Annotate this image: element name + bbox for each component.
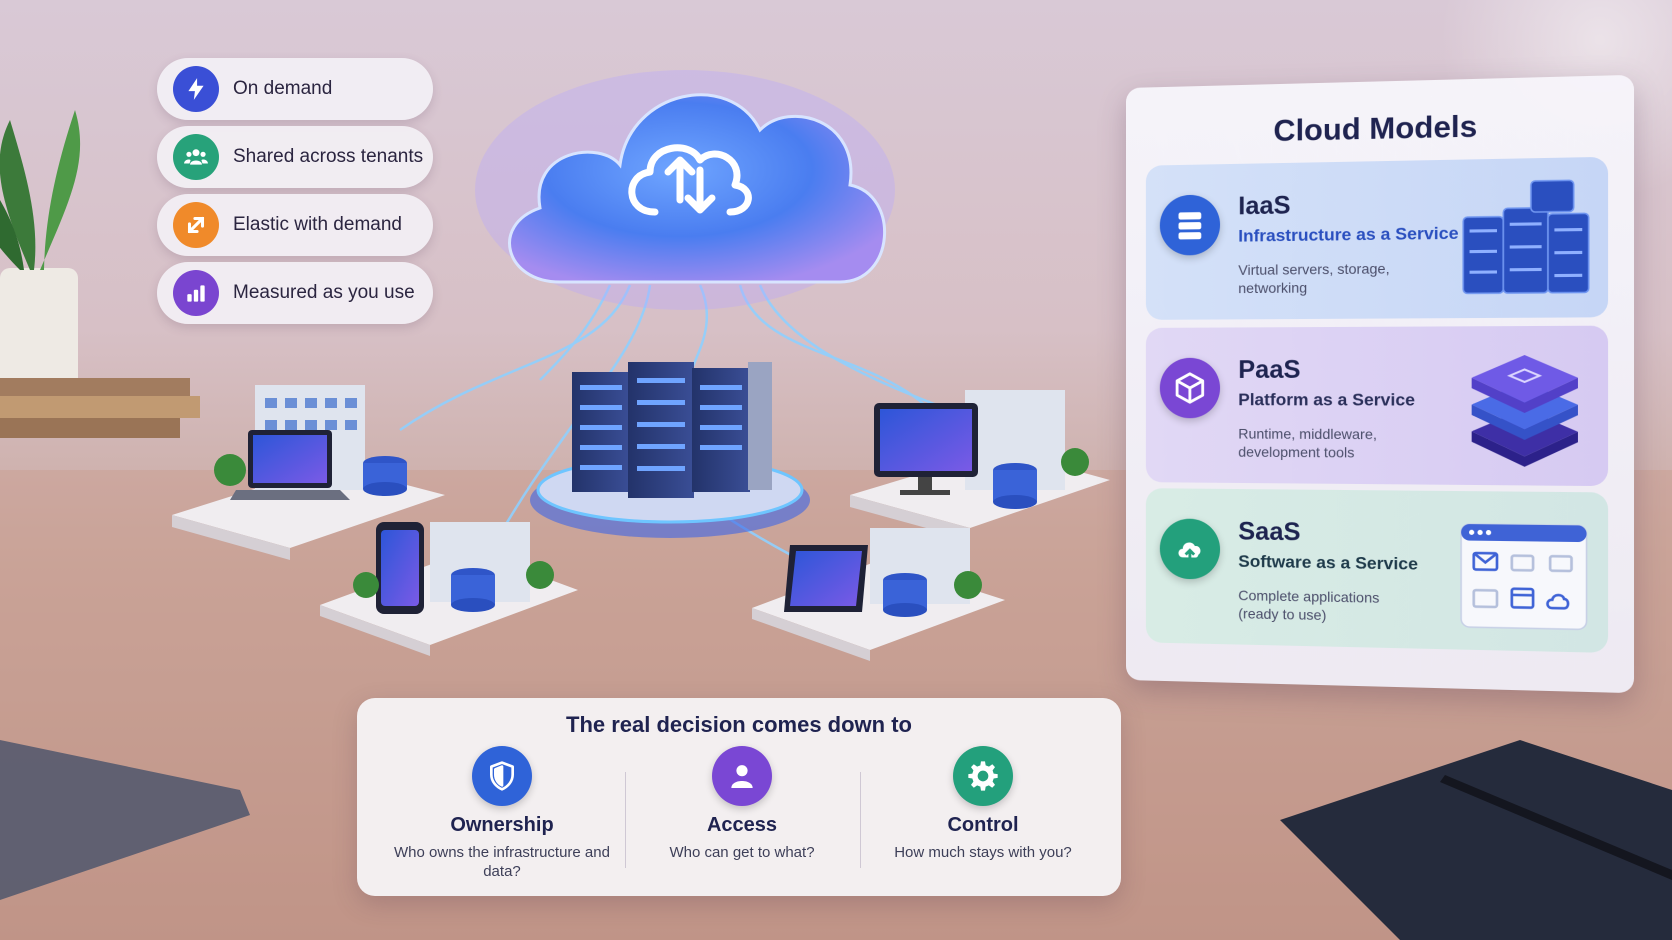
decision-item-control: Control How much stays with you? (868, 746, 1098, 862)
platform-layers-illustration (1457, 344, 1593, 469)
cube-icon (1160, 358, 1220, 418)
characteristic-label: Elastic with demand (233, 214, 402, 236)
gear-icon (953, 746, 1013, 806)
decision-panel: The real decision comes down to Ownershi… (357, 698, 1121, 896)
decision-description: Who owns the infrastructure and data? (387, 843, 617, 881)
model-paas: PaaS Platform as a Service Runtime, midd… (1146, 326, 1608, 487)
model-name: IaaS (1238, 191, 1290, 221)
characteristic-label: On demand (233, 78, 332, 100)
decision-heading: Control (868, 814, 1098, 837)
characteristic-on-demand: On demand (157, 58, 433, 120)
bar-chart-icon (173, 270, 219, 316)
decision-description: Who can get to what? (627, 843, 857, 862)
model-description: Complete applications (ready to use) (1238, 586, 1413, 626)
model-subtitle: Software as a Service (1238, 552, 1418, 575)
server-blocks-illustration (1457, 176, 1593, 302)
server-cluster (530, 362, 810, 538)
cloud-shape (475, 70, 895, 310)
model-name: PaaS (1238, 356, 1300, 385)
card-title: Cloud Models (1126, 106, 1634, 152)
cloud-characteristics-list: On demand Shared across tenants Elastic … (157, 58, 433, 330)
decision-item-access: Access Who can get to what? (627, 746, 857, 862)
decision-item-ownership: Ownership Who owns the infrastructure an… (387, 746, 617, 881)
expand-arrow-icon (173, 202, 219, 248)
users-icon (173, 134, 219, 180)
cloud-upload-icon (1160, 518, 1220, 579)
characteristic-label: Measured as you use (233, 282, 415, 304)
decision-description: How much stays with you? (868, 843, 1098, 862)
decision-heading: Access (627, 814, 857, 837)
model-subtitle: Infrastructure as a Service (1238, 223, 1458, 246)
model-name: SaaS (1238, 517, 1300, 547)
shield-icon (472, 746, 532, 806)
characteristic-measured: Measured as you use (157, 262, 433, 324)
user-icon (712, 746, 772, 806)
app-window-illustration (1457, 510, 1593, 636)
characteristic-elastic: Elastic with demand (157, 194, 433, 256)
characteristic-shared: Shared across tenants (157, 126, 433, 188)
model-iaas: IaaS Infrastructure as a Service Virtual… (1146, 157, 1608, 320)
divider (860, 772, 861, 868)
model-saas: SaaS Software as a Service Complete appl… (1146, 488, 1608, 653)
decision-heading: Ownership (387, 814, 617, 837)
server-stack-icon (1160, 194, 1220, 255)
decision-title: The real decision comes down to (357, 712, 1121, 738)
model-description: Virtual servers, storage, networking (1238, 259, 1413, 297)
model-description: Runtime, middleware, development tools (1238, 424, 1413, 462)
characteristic-label: Shared across tenants (233, 146, 423, 168)
divider (625, 772, 626, 868)
lightning-icon (173, 66, 219, 112)
cloud-models-card: Cloud Models IaaS Infrastructure as a Se… (1126, 75, 1634, 693)
model-subtitle: Platform as a Service (1238, 390, 1415, 411)
